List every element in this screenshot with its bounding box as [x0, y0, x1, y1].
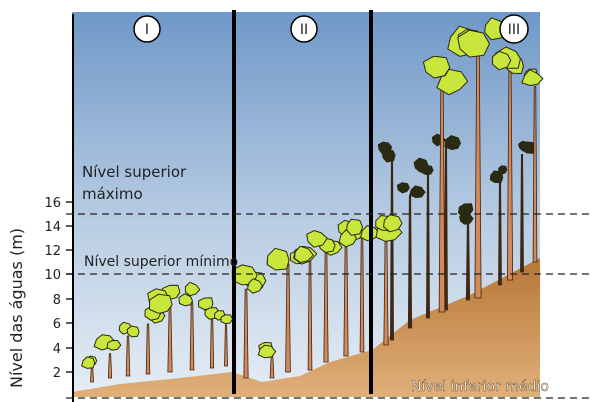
svg-text:II: II: [300, 22, 308, 38]
tree-trunk: [126, 336, 130, 376]
max-upper-level-label-line1: Nível superior: [82, 163, 187, 181]
tree-trunk: [225, 325, 228, 366]
y-tick-label: 12: [44, 244, 61, 259]
max-upper-level-label-line2: máximo: [82, 185, 143, 203]
y-tick-label: 6: [53, 317, 61, 332]
y-tick-label: 16: [44, 196, 61, 211]
zone-marker-1: I: [134, 16, 160, 42]
y-axis-title: Nível das águas (m): [7, 228, 26, 388]
y-tick-label: 4: [53, 342, 61, 357]
y-tick-label: 10: [44, 268, 61, 283]
svg-text:III: III: [508, 22, 520, 38]
min-upper-level-label: Nível superior mínimo: [84, 254, 238, 270]
svg-text:I: I: [145, 22, 149, 38]
zone-marker-2: II: [291, 16, 317, 42]
tree-trunk: [426, 171, 429, 318]
tree-trunk: [146, 324, 150, 374]
y-axis-ticks: 2 4 6 8 10 12 14 16: [44, 196, 73, 381]
tree-trunk: [108, 354, 111, 378]
tree-trunk: [499, 180, 502, 285]
light-foliage: [347, 219, 363, 235]
light-foliage: [127, 326, 139, 337]
tree-trunk: [210, 316, 213, 368]
y-tick-label: 2: [53, 366, 61, 381]
tree-trunk: [521, 154, 524, 272]
zone-marker-3: III: [500, 15, 528, 43]
light-foliage: [221, 315, 233, 324]
y-tick-label: 8: [53, 293, 61, 308]
tree-trunk: [390, 155, 393, 340]
y-tick-label: 14: [44, 220, 61, 235]
tree-trunk: [408, 196, 411, 328]
mean-lower-level-label: Nível inferior médio: [411, 379, 549, 395]
tree-trunk: [466, 221, 469, 300]
